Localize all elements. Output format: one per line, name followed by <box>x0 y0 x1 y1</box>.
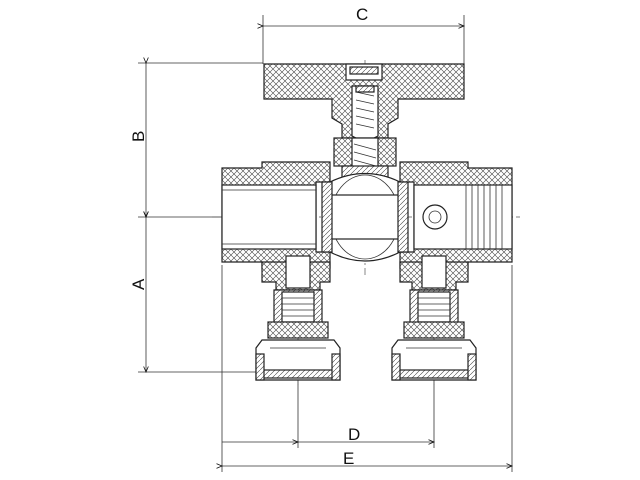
dimension-b: B <box>129 63 263 217</box>
left-outlet <box>255 255 341 381</box>
right-outlet <box>391 255 477 381</box>
dimension-d-label: D <box>348 425 360 444</box>
dimension-d: D <box>222 380 434 448</box>
dimension-c: C <box>263 5 464 64</box>
dimension-e-label: E <box>343 449 354 468</box>
valve-body <box>221 161 513 291</box>
dimension-e: E <box>222 265 512 472</box>
dimension-b-label: B <box>129 131 148 142</box>
t-handle <box>263 63 465 141</box>
dimension-a-label: A <box>129 278 148 290</box>
valve-stem <box>333 137 397 179</box>
dimension-c-label: C <box>356 5 368 24</box>
dimension-a: A <box>129 217 262 372</box>
